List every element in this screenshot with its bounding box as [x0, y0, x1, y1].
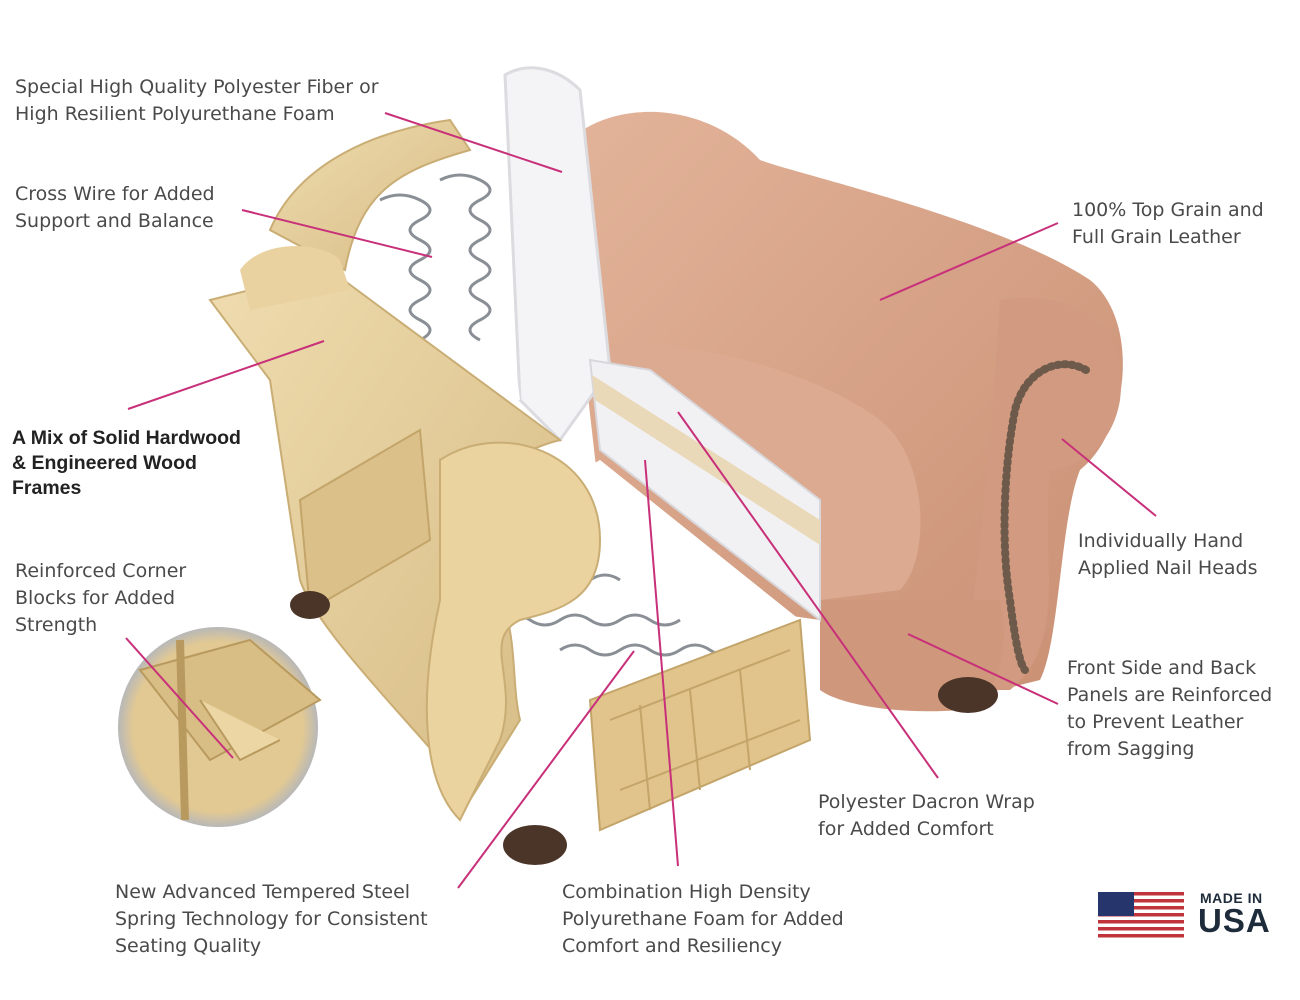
corner-block-inset: [118, 627, 322, 827]
seat-foam-layers: [588, 358, 821, 623]
label-steel-spring: New Advanced Tempered Steel Spring Techn…: [115, 881, 428, 957]
label-dacron-wrap: Polyester Dacron Wrap for Added Comfort: [818, 791, 1035, 840]
badge-made-in-text: MADE IN: [1200, 890, 1263, 906]
leader-leather: [879, 222, 1059, 301]
label-cross-wire: Cross Wire for Added Support and Balance: [15, 183, 215, 232]
leader-panels: [907, 633, 1059, 705]
leader-dacron-wrap: [677, 411, 939, 779]
leader-nail-heads: [1061, 438, 1157, 517]
leader-steel-spring: [457, 650, 635, 889]
leader-corner-blocks: [125, 637, 234, 759]
label-panels: Front Side and Back Panels are Reinforce…: [1067, 657, 1273, 760]
label-nail-heads: Individually Hand Applied Nail Heads: [1078, 530, 1258, 579]
label-hd-foam: Combination High Density Polyurethane Fo…: [562, 881, 844, 957]
label-leather: 100% Top Grain and Full Grain Leather: [1072, 199, 1264, 248]
leader-cross-wire: [241, 209, 433, 258]
badge-usa-text: USA: [1198, 902, 1271, 939]
nail-head-row: [1000, 360, 1090, 674]
leader-hardwood-frames: [127, 340, 325, 410]
label-hardwood-frames: A Mix of Solid Hardwood & Engineered Woo…: [12, 427, 241, 499]
label-corner-blocks: Reinforced Corner Blocks for Added Stren…: [15, 560, 187, 636]
wood-frame: [208, 118, 812, 832]
sofa-feet: [290, 591, 998, 865]
label-fiber-foam: Special High Quality Polyester Fiber or …: [15, 76, 379, 125]
leader-lines: [125, 112, 1157, 889]
leader-hd-foam: [644, 459, 679, 867]
us-flag-icon: [1098, 892, 1184, 938]
leader-fiber-foam: [384, 112, 563, 173]
made-in-usa-badge: MADE IN USA: [1098, 890, 1288, 942]
